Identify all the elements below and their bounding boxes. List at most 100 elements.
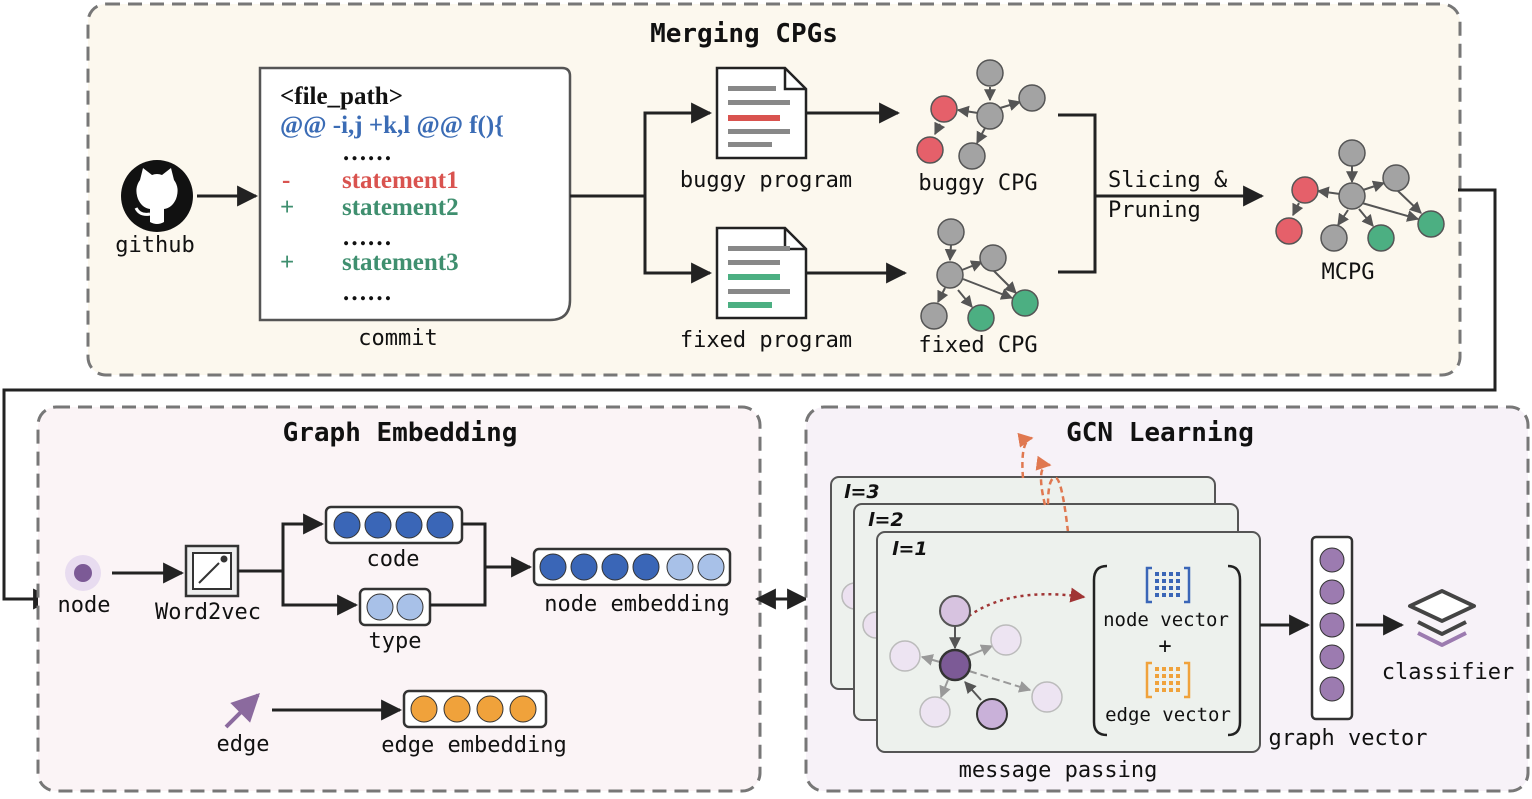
- commit-to-buggy-arrow: [570, 102, 713, 198]
- commit-hunk-header: @@ -i,j +k,l @@ f(){: [280, 112, 504, 139]
- graph-node: [919, 696, 951, 728]
- type-label: type: [369, 629, 422, 654]
- buggy-cpg-label: buggy CPG: [918, 171, 1037, 196]
- layer-update-arrow-2: [1035, 455, 1052, 506]
- merge-bracket-embedding: [430, 522, 487, 607]
- graph-node: [937, 218, 965, 246]
- fixed-program-document-icon: [715, 226, 808, 320]
- commit-plus-sign-1: +: [280, 194, 294, 221]
- graph-node: [979, 244, 1007, 272]
- graph-node-added: [1367, 224, 1395, 252]
- commit-minus-sign: -: [282, 167, 290, 194]
- node-icon: [65, 555, 101, 591]
- graph-node-added: [967, 304, 995, 332]
- word2vec-to-code-arrow: [238, 513, 325, 573]
- commit-label: commit: [358, 326, 437, 351]
- code-vector: [324, 505, 464, 545]
- embedding-title: Graph Embedding: [283, 418, 518, 448]
- type-vector: [358, 587, 432, 627]
- gcn-title: GCN Learning: [1066, 418, 1254, 448]
- target-node: [938, 648, 972, 682]
- edge-vector-label: edge vector: [1105, 704, 1231, 726]
- edge-icon: [224, 693, 260, 729]
- graph-node: [976, 698, 1008, 730]
- graph-node: [920, 302, 948, 330]
- graph-node: [1018, 84, 1046, 112]
- commit-to-fixed-arrow: [643, 196, 713, 284]
- graph-node-added: [1417, 210, 1445, 238]
- merge-bracket: [1058, 113, 1097, 274]
- edge-embedding-vector: [402, 689, 548, 729]
- github-icon: [121, 160, 193, 232]
- graph-vector-label: graph vector: [1269, 726, 1428, 751]
- graph-vector: [1310, 535, 1354, 721]
- graph-node: [889, 640, 921, 672]
- edge-vector-matrix-icon: [1145, 661, 1191, 699]
- commit-file-path: <file_path>: [280, 83, 403, 110]
- word2vec-to-type-arrow: [281, 571, 359, 616]
- node-label: node: [58, 593, 111, 618]
- graph-node: [1338, 139, 1366, 167]
- message-passing-label: message passing: [959, 758, 1158, 783]
- commit-plus-sign-2: +: [280, 249, 294, 276]
- commit-box: [258, 66, 572, 322]
- commit-dots-3: ……: [342, 279, 392, 306]
- commit-statement1: statement1: [342, 167, 459, 194]
- node-embedding-vector: [532, 547, 732, 587]
- merging-title: Merging CPGs: [650, 19, 838, 49]
- node-embedding-label: node embedding: [544, 592, 729, 617]
- buggy-program-label: buggy program: [680, 168, 852, 193]
- fixed-cpg-label: fixed CPG: [918, 333, 1037, 358]
- buggy-cpg-graph: [916, 59, 1046, 170]
- commit-dots-1: ……: [342, 139, 392, 166]
- fixed-cpg-graph: [920, 218, 1039, 332]
- mcpg-graph: [1275, 139, 1445, 252]
- edge-label: edge: [217, 732, 270, 757]
- fixed-program-label: fixed program: [680, 328, 852, 353]
- slicing-label-line1: Slicing &: [1108, 168, 1228, 193]
- message-passing-graph: [889, 587, 1086, 730]
- graph-node: [1320, 224, 1348, 252]
- graph-embedding-panel: Graph Embedding node Word2vec code: [36, 405, 762, 793]
- graph-node: [990, 624, 1022, 656]
- graph-node-removed: [1275, 217, 1303, 245]
- layer-update-arrow-1: [1017, 432, 1034, 479]
- code-label: code: [367, 547, 420, 572]
- classifier-layers-icon: [1408, 589, 1476, 647]
- graph-node: [936, 261, 964, 289]
- layer-1-label: l=1: [892, 538, 928, 560]
- graph-node: [1031, 681, 1063, 713]
- mcpg-to-embedding-connector: [2, 188, 1497, 610]
- vector-bracket-right: [1227, 564, 1242, 737]
- word2vec-icon: [184, 544, 240, 598]
- word2vec-label: Word2vec: [155, 600, 261, 625]
- plus-sign: +: [1158, 634, 1171, 659]
- node-vector-label: node vector: [1103, 609, 1229, 631]
- commit-statement3: statement3: [342, 249, 459, 276]
- layer-3-label: l=3: [844, 481, 880, 503]
- mcpg-label: MCPG: [1322, 260, 1375, 285]
- graph-node-added: [1011, 289, 1039, 317]
- layer-2-label: l=2: [868, 509, 904, 531]
- gcn-learning-panel: GCN Learning l=3 l=2 l=1: [804, 405, 1530, 793]
- classifier-label: classifier: [1382, 660, 1514, 685]
- graph-node: [976, 59, 1004, 87]
- github-label: github: [115, 233, 194, 258]
- vector-bracket-left: [1092, 564, 1108, 737]
- commit-statement2: statement2: [342, 194, 459, 221]
- buggy-program-document-icon: [715, 66, 808, 160]
- layer-update-arrow-3: [1046, 476, 1070, 533]
- graph-node-removed: [930, 95, 958, 123]
- graph-node-removed: [916, 136, 944, 164]
- edge-embedding-label: edge embedding: [381, 733, 566, 758]
- slicing-label-line2: Pruning: [1108, 198, 1201, 223]
- merging-cpgs-panel: Merging CPGs github <file_path> @@ -i,j …: [86, 2, 1462, 377]
- graph-node: [976, 102, 1004, 130]
- commit-dots-2: ……: [342, 224, 392, 251]
- graph-node: [1382, 164, 1410, 192]
- graph-node: [1338, 182, 1366, 210]
- graph-node: [939, 595, 971, 627]
- graph-node: [958, 142, 986, 170]
